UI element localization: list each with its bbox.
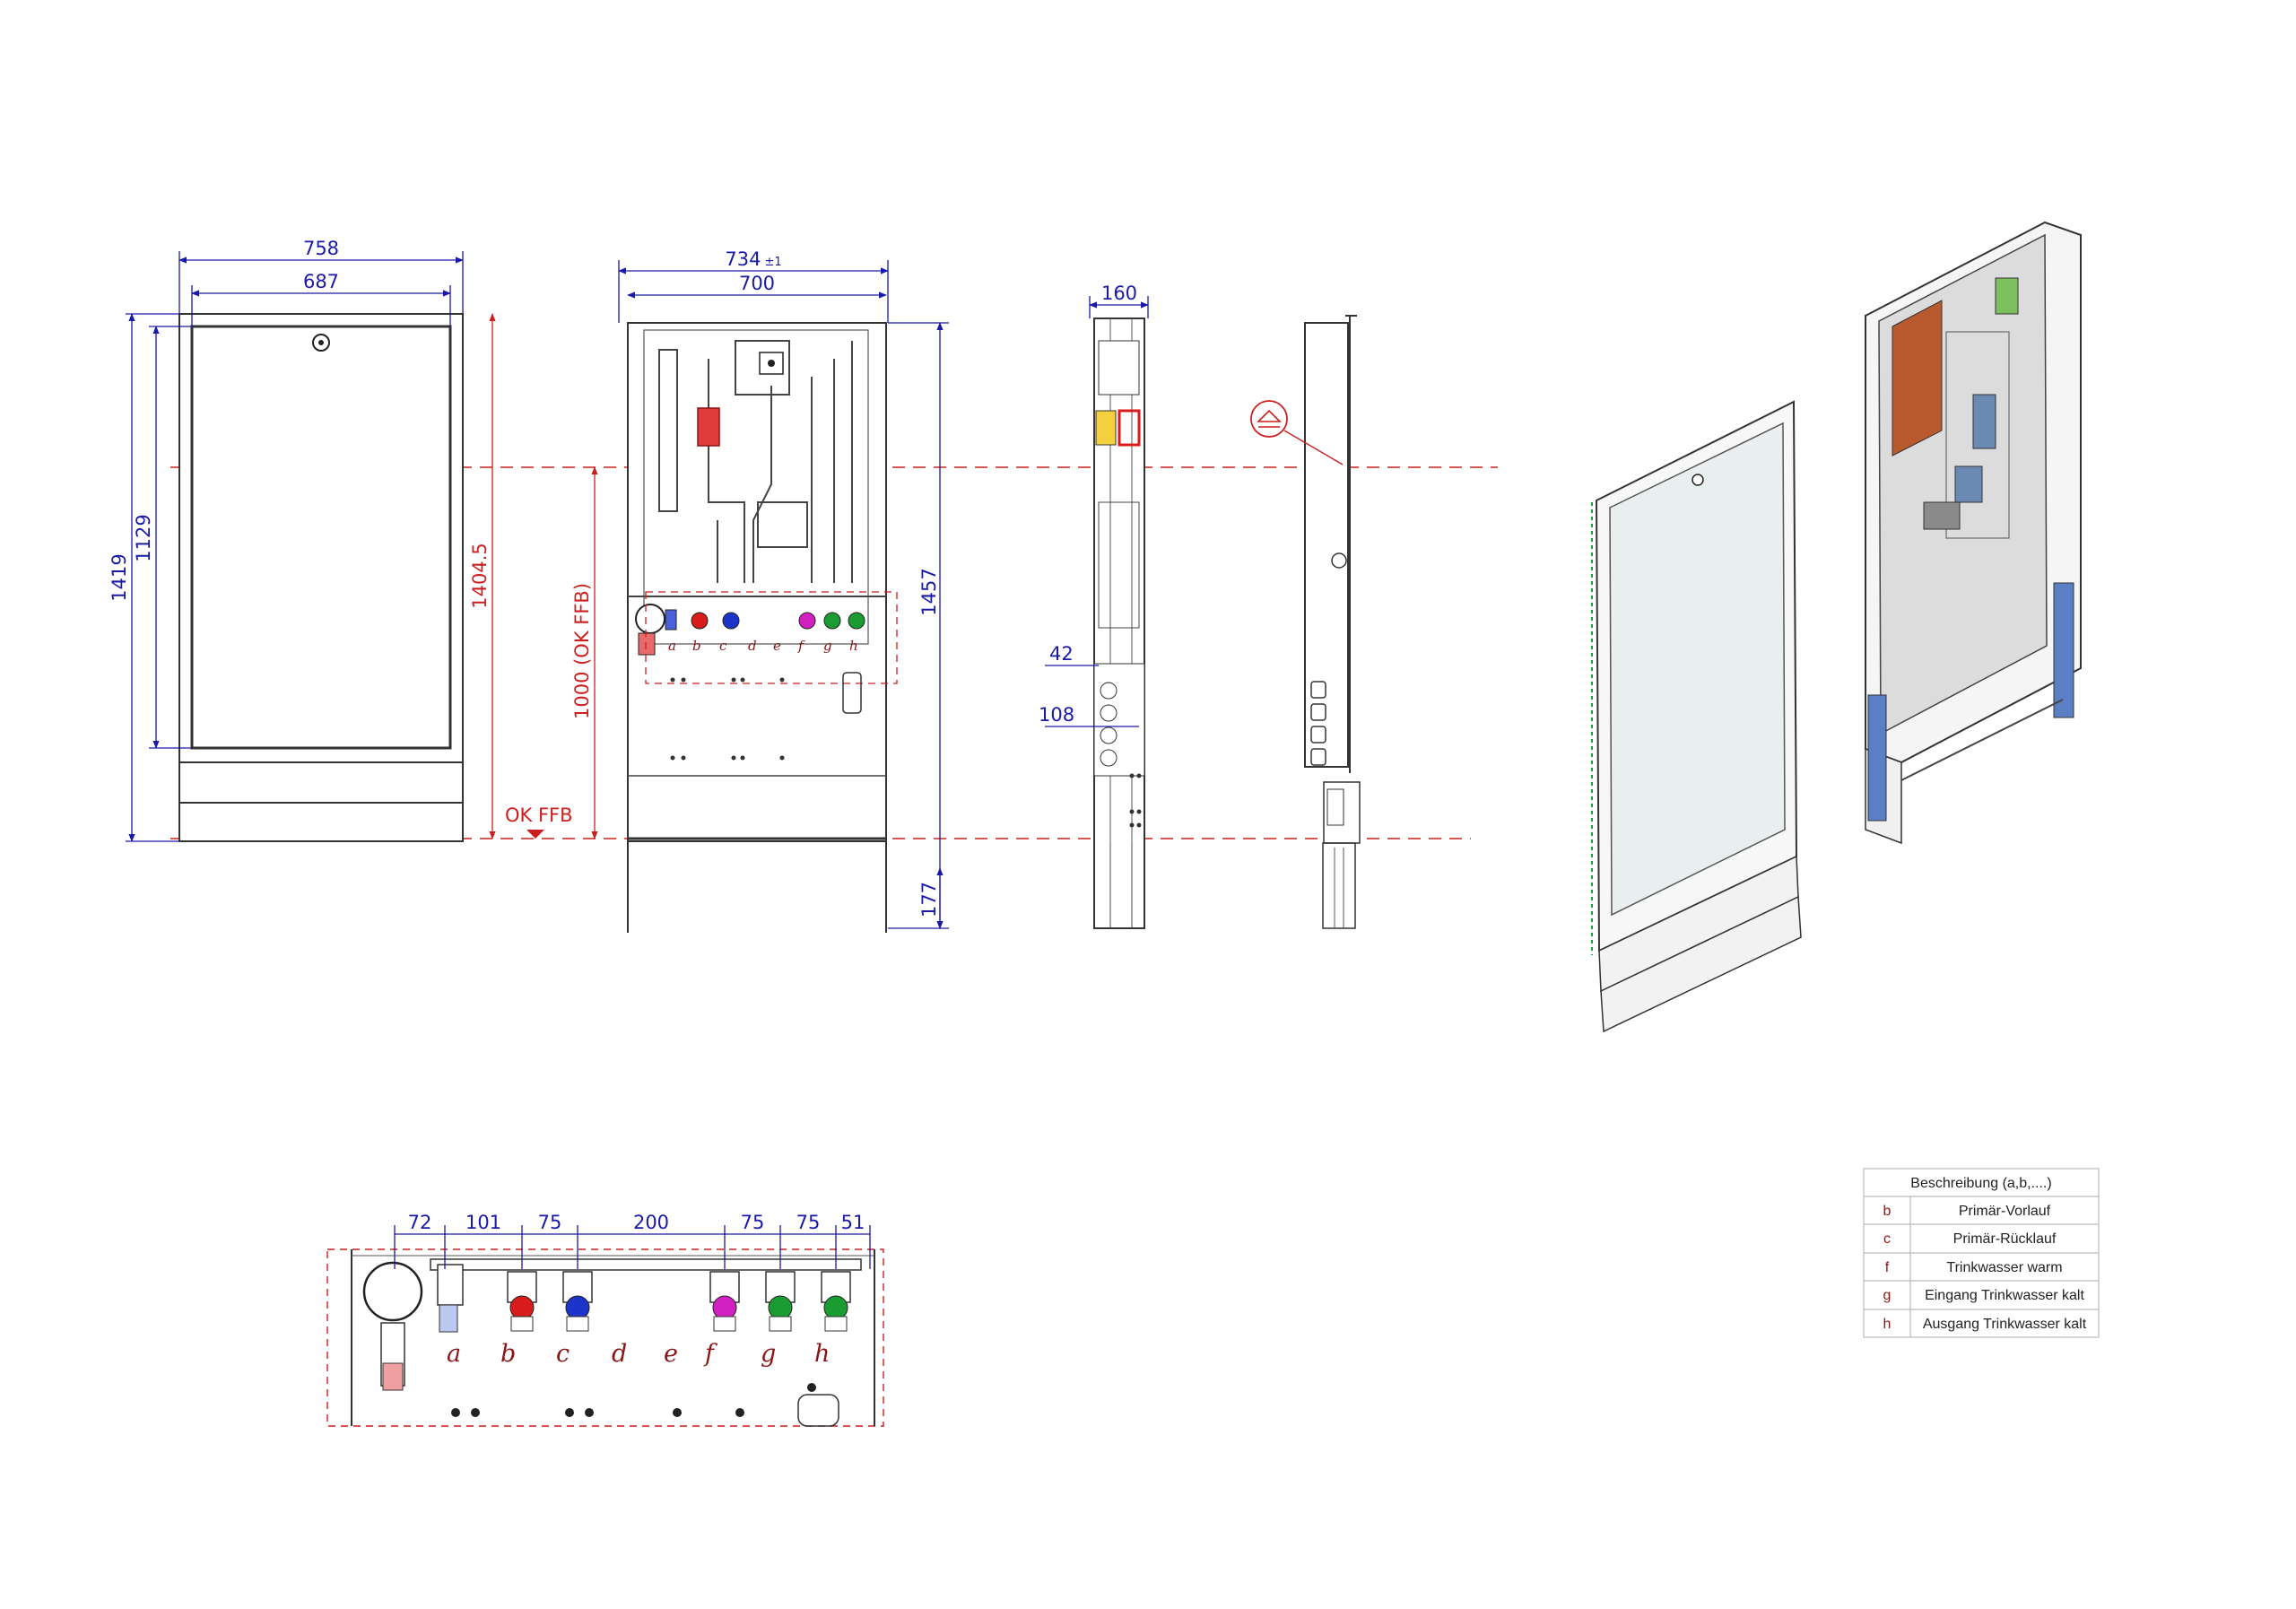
isometric-cabinet [1865, 221, 2082, 845]
dim-depth-160: 160 [1101, 283, 1137, 304]
port-front-d: d [748, 638, 757, 654]
legend-table: Beschreibung (a,b,....) b Primär-Vorlauf… [1863, 1168, 2100, 1338]
dim-total-height: 1419 [109, 553, 130, 601]
dim-install-height: 1000 (OK FFB) [571, 583, 593, 719]
legend-label-c: Primär-Rücklauf [1953, 1231, 2057, 1247]
side-view-empty [1250, 315, 1361, 929]
plan-port-e: e [664, 1340, 678, 1368]
port-front-h: h [849, 638, 858, 654]
spacing-75c: 75 [796, 1212, 821, 1233]
dim-108: 108 [1039, 704, 1074, 726]
dim-42: 42 [1049, 643, 1074, 665]
dim-height-1457: 1457 [918, 568, 940, 615]
port-front-a: a [668, 638, 676, 654]
valve-group [665, 609, 865, 631]
plan-port-h: h [814, 1340, 830, 1368]
open-front-view: a b c d e f g h 734±1 700 1457 1 [571, 248, 949, 933]
port-front-c: c [719, 638, 727, 654]
plan-port-d: d [612, 1340, 627, 1368]
legend-key-g: g [1883, 1288, 1892, 1303]
dim-outer-width: 758 [303, 238, 339, 259]
legend-key-f: f [1885, 1260, 1890, 1275]
plan-port-f: f [703, 1340, 718, 1368]
floor-reference-marker: OK FFB [505, 804, 573, 839]
spacing-75a: 75 [538, 1212, 562, 1233]
dim-inner-width: 687 [303, 271, 339, 292]
port-front-g: g [823, 638, 832, 654]
legend-key-h: h [1883, 1317, 1892, 1332]
side-view-station: 160 42 108 [1039, 283, 1149, 929]
dim-width-700: 700 [739, 273, 775, 294]
legend-key-b: b [1883, 1204, 1892, 1219]
legend-key-c: c [1883, 1231, 1891, 1247]
port-front-e: e [773, 638, 781, 654]
dim-foot-177: 177 [918, 882, 940, 918]
front-view: 758 687 1419 1129 1404.5 [109, 238, 496, 842]
legend-label-h: Ausgang Trinkwasser kalt [1923, 1317, 2087, 1332]
spacing-101: 101 [465, 1212, 501, 1233]
spacing-51: 51 [841, 1212, 865, 1233]
plan-port-b: b [500, 1340, 516, 1368]
legend-label-b: Primär-Vorlauf [1959, 1204, 2051, 1219]
port-front-b: b [692, 638, 701, 654]
floor-label: OK FFB [505, 804, 573, 826]
isometric-door [1591, 400, 1802, 1033]
port-front-f: f [797, 638, 805, 654]
plan-port-g: g [761, 1340, 776, 1368]
plan-port-c: c [556, 1340, 570, 1368]
legend-label-g: Eingang Trinkwasser kalt [1925, 1288, 2084, 1303]
plan-port-a: a [447, 1340, 461, 1368]
dim-width-734: 734±1 [725, 248, 781, 270]
plan-view: a b c d e f g h 72 101 75 200 75 75 51 [326, 1212, 884, 1427]
spacing-72: 72 [408, 1212, 432, 1233]
spacing-75b: 75 [741, 1212, 765, 1233]
legend-header: Beschreibung (a,b,....) [1910, 1176, 2051, 1191]
legend-label-f: Trinkwasser warm [1946, 1260, 2062, 1275]
spacing-200: 200 [633, 1212, 669, 1233]
dim-door-height: 1129 [133, 514, 154, 561]
dim-height-red: 1404.5 [469, 543, 491, 608]
plan-valves [507, 1271, 851, 1332]
